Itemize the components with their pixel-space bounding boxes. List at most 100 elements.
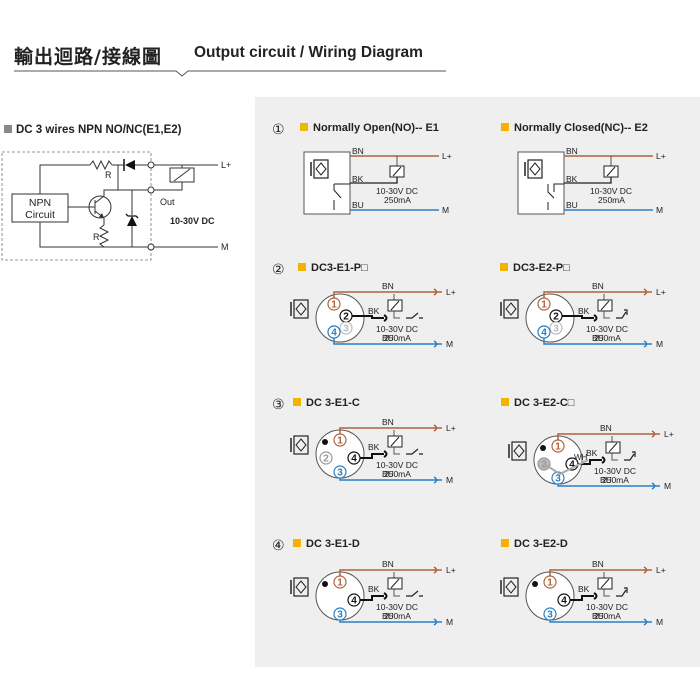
pin-circle	[557, 593, 571, 607]
bu-label: BU	[382, 469, 394, 479]
proximity-sensor-icon	[293, 435, 309, 455]
pin-number: 1	[337, 578, 343, 589]
voltage-label: 10-30V DC	[586, 324, 628, 334]
title-english: Output circuit / Wiring Diagram	[194, 44, 423, 61]
lplus-label: L+	[656, 151, 666, 161]
proximity-sensor-icon	[511, 441, 527, 461]
diode	[125, 160, 135, 170]
out-label: Out	[160, 197, 175, 207]
nc-contact	[616, 309, 628, 319]
label-square	[293, 539, 301, 547]
left-title-square	[4, 125, 12, 133]
m-label: M	[656, 339, 663, 349]
bn-label: BN	[600, 423, 612, 433]
left-voltage: 10-30V DC	[170, 216, 215, 226]
left-title: DC 3 wires NPN NO/NC(E1,E2)	[16, 124, 182, 136]
current-label: 250mA	[602, 475, 629, 485]
current-label: 250mA	[384, 195, 411, 205]
bn-label: BN	[352, 146, 364, 156]
m-label: M	[446, 339, 453, 349]
resistor-top-label: R	[105, 170, 112, 180]
pin-number: 3	[337, 610, 343, 621]
sensor-body-box	[517, 151, 565, 215]
header-right-3: DC 3-E2-C□	[514, 397, 575, 409]
bu-label: BU	[566, 200, 578, 210]
pin-number: 1	[547, 578, 553, 589]
bk-label: BK	[368, 306, 380, 316]
pin-circle	[549, 321, 563, 335]
proximity-sensor-icon	[313, 159, 329, 179]
current-label: 250mA	[384, 333, 411, 343]
pin-number: 3	[553, 324, 559, 335]
bk-label: BK	[578, 584, 590, 594]
bn-label: BN	[566, 146, 578, 156]
bu-label: BU	[592, 611, 604, 621]
npn-dashed-boundary	[1, 151, 152, 261]
no-contact	[406, 448, 423, 455]
pin-circle	[333, 465, 347, 479]
lplus-label: L+	[446, 423, 456, 433]
lplus-label: L+	[656, 565, 666, 575]
voltage-label: 10-30V DC	[376, 602, 418, 612]
pin-circle	[537, 297, 551, 311]
m-label: M	[664, 481, 671, 491]
no-contact	[406, 312, 423, 319]
m-label: M	[442, 205, 449, 215]
current-label: 250mA	[594, 333, 621, 343]
proximity-sensor-icon	[293, 299, 309, 319]
bu-label: BU	[382, 333, 394, 343]
current-label: 250mA	[384, 469, 411, 479]
m-label: M	[656, 205, 663, 215]
voltage-label: 10-30V DC	[586, 602, 628, 612]
pin-circle	[319, 451, 333, 465]
npn-circuit-label-1: NPN	[29, 197, 51, 209]
m-label: M	[656, 617, 663, 627]
label-square	[501, 539, 509, 547]
pin-number: 3	[555, 474, 561, 485]
label-square	[300, 123, 308, 131]
proximity-sensor-icon	[293, 577, 309, 597]
pin-circle	[333, 433, 347, 447]
pin-number: 4	[541, 328, 547, 339]
pin-circle	[543, 575, 557, 589]
resistor-side	[98, 224, 110, 248]
pin-circle	[543, 607, 557, 621]
pin-number: 4	[569, 460, 575, 471]
pin-number: 1	[541, 300, 547, 311]
m-label: M	[446, 475, 453, 485]
header-right-4: DC 3-E2-D	[514, 538, 568, 550]
bn-label: BN	[382, 417, 394, 427]
bu-label: BU	[600, 475, 612, 485]
header-right-1: Normally Closed(NC)-- E2	[514, 122, 648, 134]
bu-label: BU	[382, 611, 394, 621]
left-m-label: M	[221, 242, 229, 252]
resistor-side-label: R	[93, 232, 100, 242]
pin-number: 1	[331, 300, 337, 311]
pin-number: 4	[561, 596, 567, 607]
header-left-2: DC3-E1-P□	[311, 262, 368, 274]
sensor-body-box	[303, 151, 351, 215]
pin-number: 4	[351, 596, 357, 607]
bn-label: BN	[592, 281, 604, 291]
pin-circle	[551, 439, 565, 453]
lplus-label: L+	[656, 287, 666, 297]
pin-circle	[327, 297, 341, 311]
header-left-1: Normally Open(NO)-- E1	[313, 122, 439, 134]
m-label: M	[446, 617, 453, 627]
page-title: 輸出迴路/接線圖 Output circuit / Wiring Diagram	[14, 36, 444, 76]
current-label: 250mA	[384, 611, 411, 621]
lplus-label: L+	[446, 565, 456, 575]
pin-circle	[537, 325, 551, 339]
voltage-label: 10-30V DC	[376, 324, 418, 334]
npn-circuit-label-2: Circuit	[25, 209, 55, 221]
bu-label: BU	[592, 333, 604, 343]
current-label: 250mA	[594, 611, 621, 621]
label-square	[501, 398, 509, 406]
bu-label: BU	[352, 200, 364, 210]
